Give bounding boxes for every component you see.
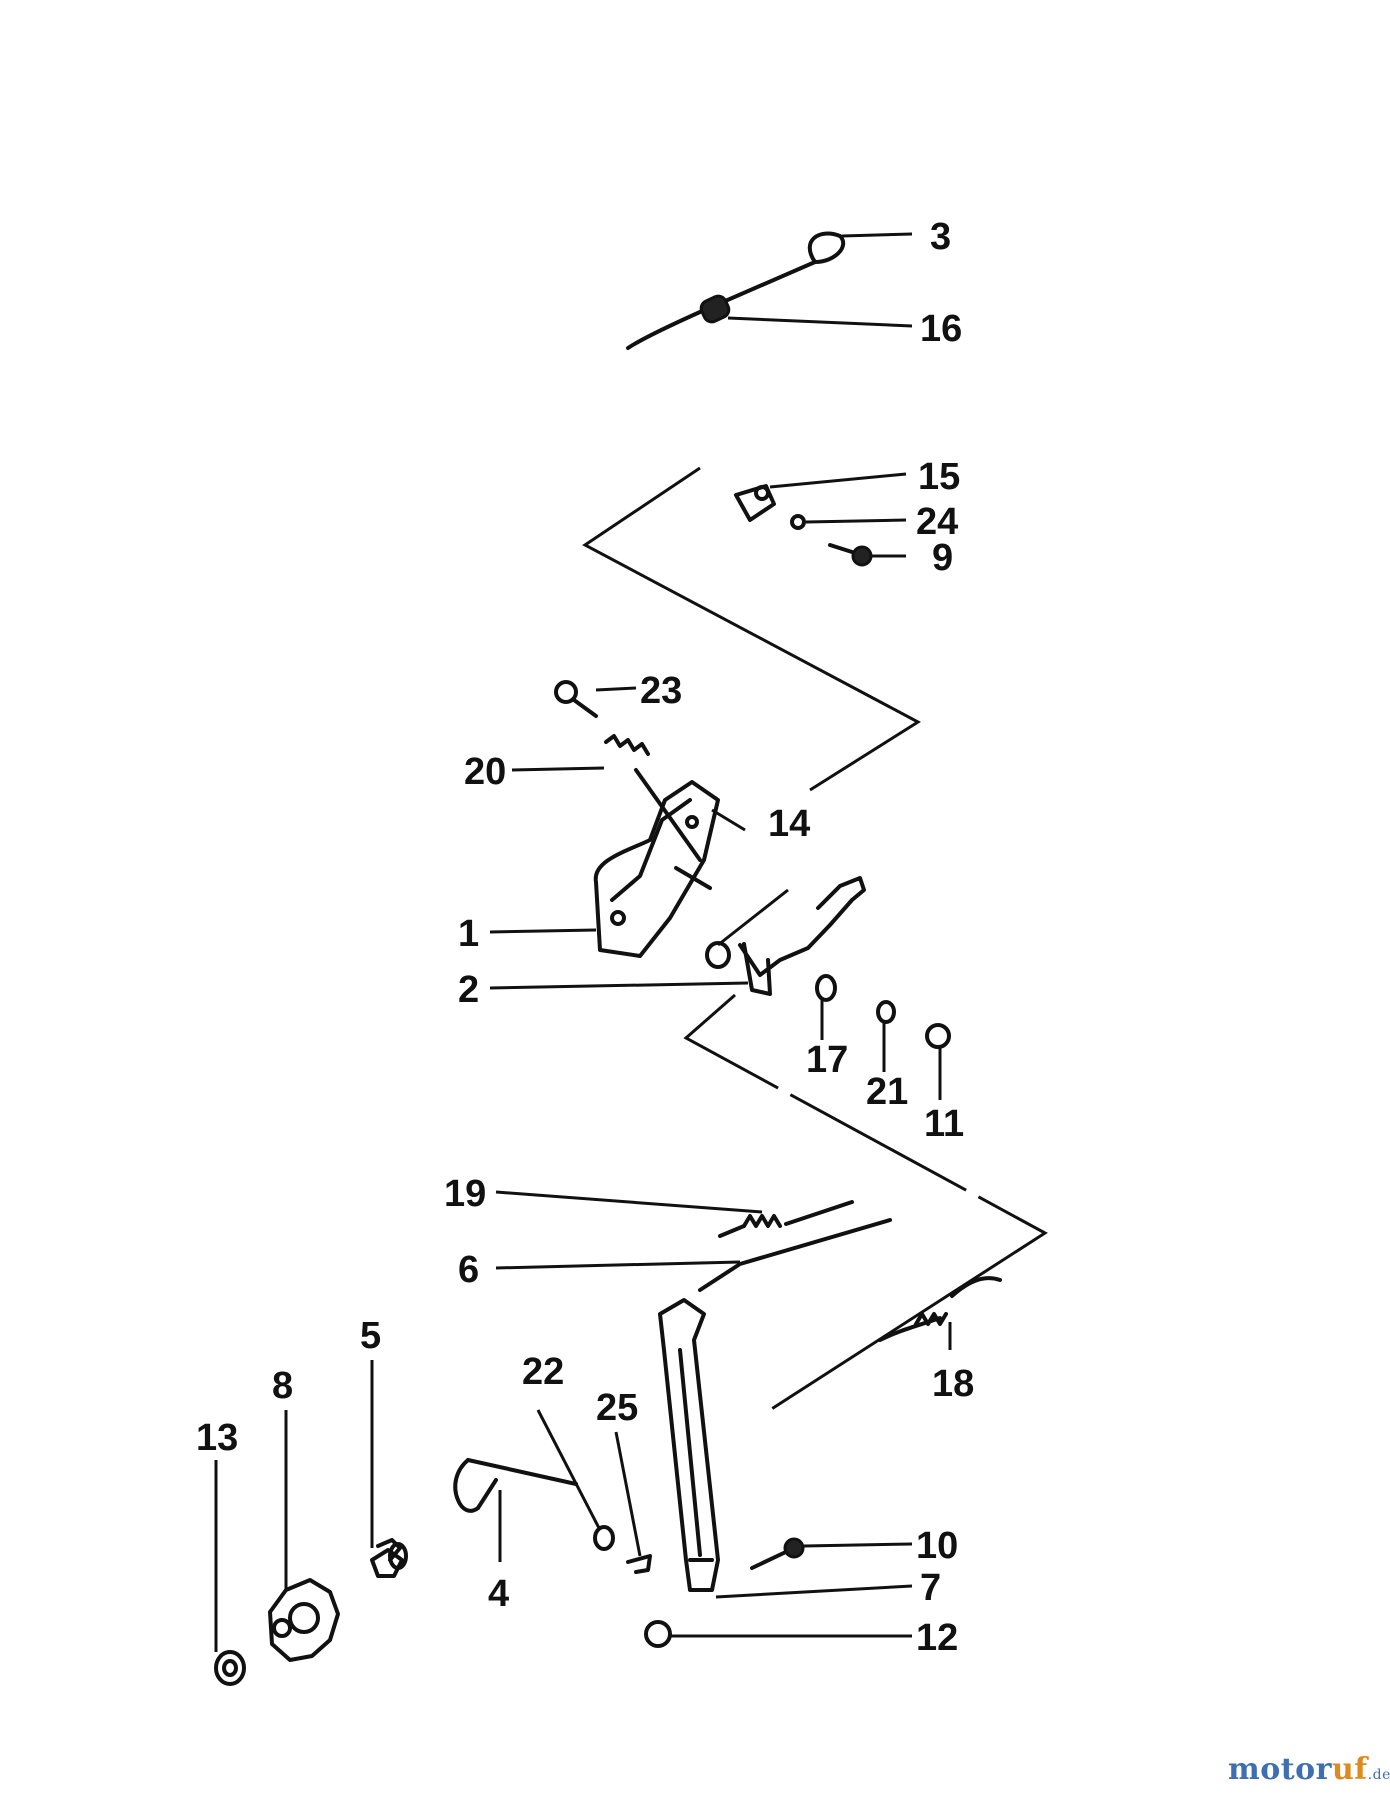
main-lever-arm [644, 1298, 805, 1648]
leader-15 [769, 472, 907, 489]
callout-5: 5 [360, 1315, 381, 1357]
callout-17: 17 [806, 1039, 848, 1081]
callout-22: 22 [522, 1351, 564, 1393]
leader-14a [711, 808, 746, 832]
leader-25 [614, 1431, 642, 1557]
callout-10: 10 [916, 1525, 958, 1567]
leader-2 [489, 981, 749, 990]
callout-25: 25 [596, 1387, 638, 1429]
leader-23 [595, 686, 637, 692]
callout-11: 11 [924, 1103, 964, 1145]
assembly-guide-lower [683, 993, 1048, 1457]
callout-19: 19 [444, 1173, 486, 1215]
callout-9: 9 [932, 537, 953, 579]
callout-8: 8 [272, 1365, 293, 1407]
spring-and-link [698, 1200, 892, 1292]
leader-1 [489, 928, 597, 934]
callout-18: 18 [932, 1363, 974, 1405]
leader-16 [727, 316, 913, 328]
callout-7: 7 [920, 1567, 941, 1609]
callout-2: 2 [458, 969, 479, 1011]
callout-21: 21 [866, 1071, 908, 1113]
watermark-accent: uf [1331, 1752, 1368, 1787]
callout-24: 24 [916, 501, 958, 543]
watermark-tld: .de [1367, 1767, 1390, 1783]
leader-24 [805, 518, 907, 524]
callout-16: 16 [920, 308, 962, 350]
leader-6 [495, 1260, 741, 1270]
control-bracket [593, 780, 720, 958]
leader-22 [536, 1409, 602, 1531]
clamp-bolt-set [734, 484, 873, 567]
callout-20: 20 [464, 751, 506, 793]
callout-13: 13 [196, 1417, 238, 1459]
shift-rod [453, 1458, 652, 1574]
callout-3: 3 [930, 216, 951, 258]
callout-23: 23 [640, 670, 682, 712]
callout-1: 1 [458, 913, 479, 955]
brand-watermark: motoruf.de [1228, 1752, 1390, 1787]
leader-7 [715, 1584, 913, 1599]
callout-6: 6 [458, 1249, 479, 1291]
watermark-main: motor [1228, 1752, 1332, 1787]
return-spring [878, 1276, 1002, 1342]
callout-14: 14 [768, 803, 810, 845]
leader-20 [511, 766, 605, 772]
throttle-lever [705, 876, 951, 1049]
leader-3 [841, 232, 913, 238]
leader-14b [717, 888, 789, 947]
callout-12: 12 [916, 1617, 958, 1659]
governor-rod [626, 231, 846, 350]
gear-assembly [214, 1538, 408, 1686]
callout-4: 4 [488, 1573, 509, 1615]
callout-15: 15 [918, 456, 960, 498]
leader-19 [495, 1190, 763, 1214]
assembly-guide-upper [582, 466, 921, 792]
leader-10 [803, 1542, 913, 1548]
